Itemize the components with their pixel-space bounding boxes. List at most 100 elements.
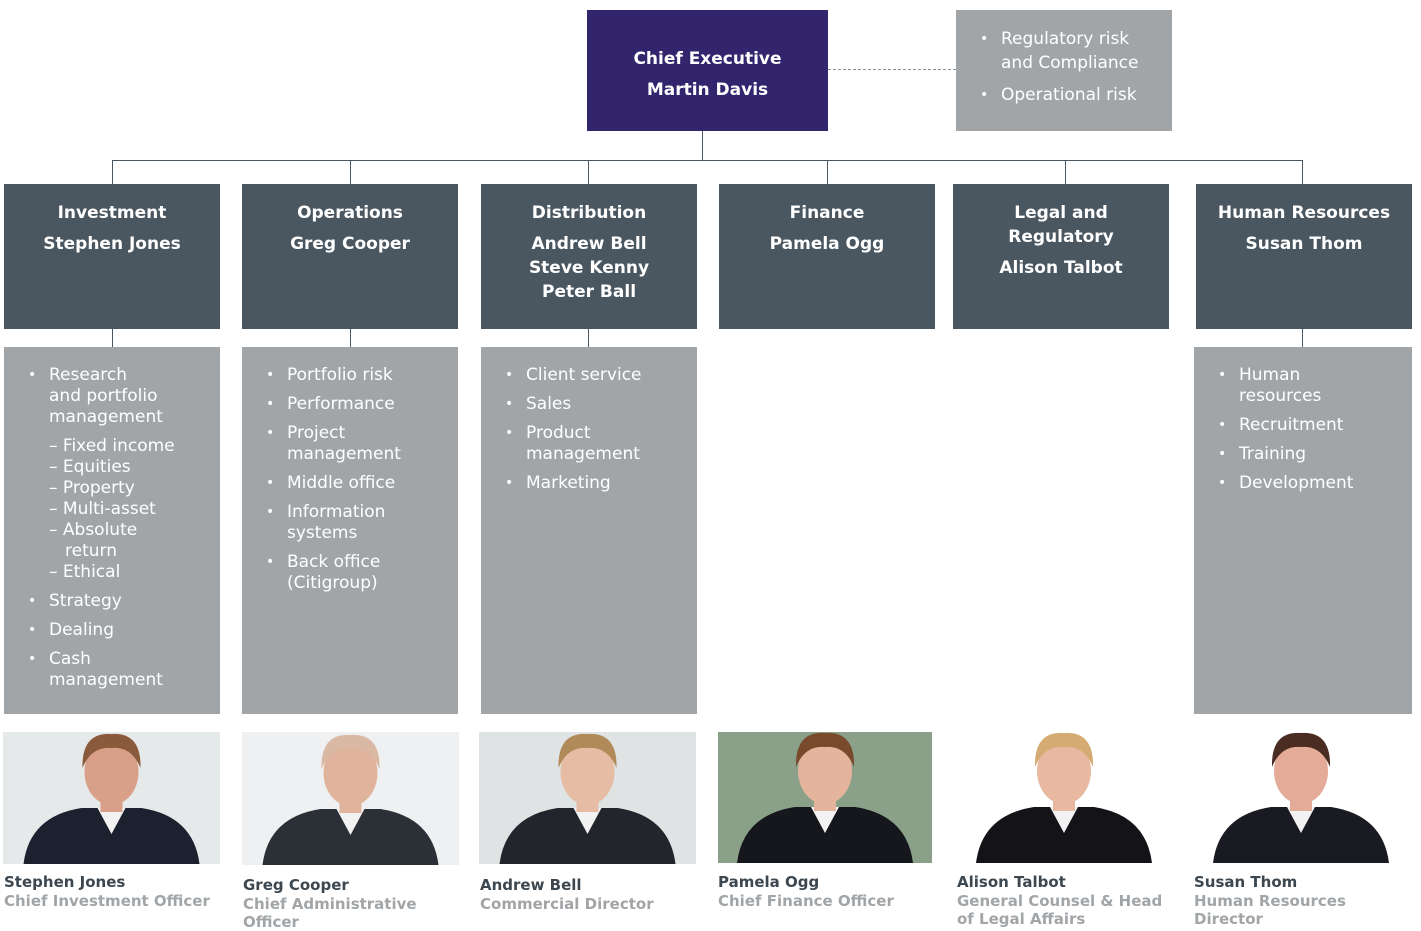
portrait-illustration bbox=[479, 732, 696, 864]
portrait-illustration bbox=[3, 732, 220, 864]
ceo-box: Chief Executive Martin Davis bbox=[587, 10, 828, 131]
resp-item: Training bbox=[1218, 444, 1404, 465]
ceo-connector bbox=[702, 131, 703, 161]
resp-item: Sales bbox=[505, 394, 689, 415]
resp-item: Research and portfolio management bbox=[28, 365, 212, 428]
portrait-illustration bbox=[242, 732, 459, 865]
portrait-illustration bbox=[1194, 732, 1408, 863]
risk-connector bbox=[828, 69, 956, 70]
drop-hr bbox=[1302, 160, 1303, 184]
portrait-shoulders bbox=[976, 807, 1152, 863]
resp-item: Cash management bbox=[28, 649, 212, 691]
caption-greg-cooper: Greg Cooper Chief Administrative Officer bbox=[243, 876, 417, 931]
dept-title: Investment bbox=[57, 203, 167, 223]
portrait-hair bbox=[1271, 732, 1331, 767]
dept-head: Susan Thom bbox=[1245, 234, 1363, 254]
resp-item: Strategy bbox=[28, 591, 212, 612]
risk-box: Regulatory risk and Compliance Operation… bbox=[956, 10, 1172, 131]
resp-subitem: return bbox=[65, 541, 117, 561]
drop-distribution bbox=[588, 160, 589, 184]
dept-head: Alison Talbot bbox=[999, 258, 1123, 278]
caption-alison-talbot: Alison Talbot General Counsel & Head of … bbox=[957, 873, 1163, 928]
dept-head: Stephen Jones bbox=[43, 234, 181, 254]
dept-head: Steve Kenny bbox=[528, 258, 650, 278]
link-operations bbox=[350, 328, 351, 348]
portrait-hair bbox=[82, 733, 141, 768]
link-investment bbox=[112, 328, 113, 348]
portrait-face bbox=[1037, 738, 1091, 804]
portrait-illustration bbox=[718, 732, 932, 863]
resp-subitem: – Multi-asset bbox=[49, 499, 156, 519]
portrait-shoulders bbox=[23, 808, 200, 864]
portrait-collar bbox=[1287, 807, 1315, 833]
resp-item: Dealing bbox=[28, 620, 212, 641]
portrait-face bbox=[323, 740, 378, 806]
portrait-face bbox=[1274, 738, 1328, 804]
link-distribution bbox=[588, 328, 589, 348]
drop-finance bbox=[827, 160, 828, 184]
dept-investment: Investment Stephen Jones bbox=[4, 184, 220, 329]
resp-subitem: – Fixed income bbox=[49, 436, 175, 456]
portrait-shoulders bbox=[737, 807, 913, 863]
portrait-shoulders bbox=[262, 809, 439, 865]
portrait-hair bbox=[321, 734, 380, 769]
resp-subitem: – Ethical bbox=[49, 562, 121, 582]
portrait-collar bbox=[1050, 807, 1078, 833]
portrait-collar bbox=[811, 807, 839, 833]
horizontal-connector bbox=[112, 160, 1303, 161]
dept-legal: Legal and Regulatory Alison Talbot bbox=[953, 184, 1169, 329]
portrait-andrew-bell bbox=[479, 732, 696, 864]
portrait-hair bbox=[558, 733, 617, 768]
dept-head: Andrew Bell bbox=[531, 234, 647, 254]
dept-title: Human Resources bbox=[1217, 203, 1391, 223]
portrait-pamela-ogg bbox=[718, 732, 932, 863]
portrait-shoulders bbox=[499, 808, 676, 864]
dept-head: Peter Ball bbox=[541, 282, 637, 302]
dept-finance: Finance Pamela Ogg bbox=[719, 184, 935, 329]
resp-investment: Research and portfolio management – Fixe… bbox=[4, 347, 220, 714]
portrait-face bbox=[84, 739, 139, 805]
portrait-collar bbox=[336, 809, 365, 835]
portrait-hair bbox=[795, 732, 855, 767]
resp-item: Middle office bbox=[266, 473, 450, 494]
resp-item: Back office(Citigroup) bbox=[266, 552, 450, 594]
dept-title: Distribution bbox=[531, 203, 647, 223]
ceo-title: Chief Executive bbox=[633, 49, 782, 69]
portrait-face bbox=[560, 739, 615, 805]
resp-subitem: – Equities bbox=[49, 457, 131, 477]
dept-title-line: Regulatory bbox=[1008, 227, 1114, 247]
portrait-stephen-jones bbox=[3, 732, 220, 864]
portrait-susan-thom bbox=[1194, 732, 1408, 863]
dept-title: Operations bbox=[297, 203, 403, 223]
resp-item: Development bbox=[1218, 473, 1404, 494]
resp-item: Portfolio risk bbox=[266, 365, 450, 386]
risk-item-regulatory: Regulatory risk and Compliance bbox=[980, 27, 1160, 75]
drop-investment bbox=[112, 160, 113, 184]
resp-subitem: – Property bbox=[49, 478, 135, 498]
ceo-name: Martin Davis bbox=[646, 80, 769, 100]
dept-distribution: Distribution Andrew Bell Steve Kenny Pet… bbox=[481, 184, 697, 329]
dept-title-line: Legal and bbox=[1014, 203, 1108, 223]
dept-title: Finance bbox=[789, 203, 865, 223]
resp-operations: Portfolio risk Performance Projectmanage… bbox=[242, 347, 458, 714]
caption-pamela-ogg: Pamela Ogg Chief Finance Officer bbox=[718, 873, 894, 910]
caption-stephen-jones: Stephen Jones Chief Investment Officer bbox=[4, 873, 210, 910]
risk-item-operational: Operational risk bbox=[980, 83, 1160, 107]
dept-head: Pamela Ogg bbox=[769, 234, 885, 254]
portrait-face bbox=[798, 738, 852, 804]
portrait-illustration bbox=[957, 732, 1171, 863]
portrait-shoulders bbox=[1213, 807, 1389, 863]
resp-item: Marketing bbox=[505, 473, 689, 494]
caption-susan-thom: Susan Thom Human Resources Director bbox=[1194, 873, 1346, 928]
portrait-alison-talbot bbox=[957, 732, 1171, 863]
resp-item: Performance bbox=[266, 394, 450, 415]
dept-head: Greg Cooper bbox=[290, 234, 410, 254]
dept-hr: Human Resources Susan Thom bbox=[1196, 184, 1412, 329]
portrait-collar bbox=[97, 808, 126, 834]
